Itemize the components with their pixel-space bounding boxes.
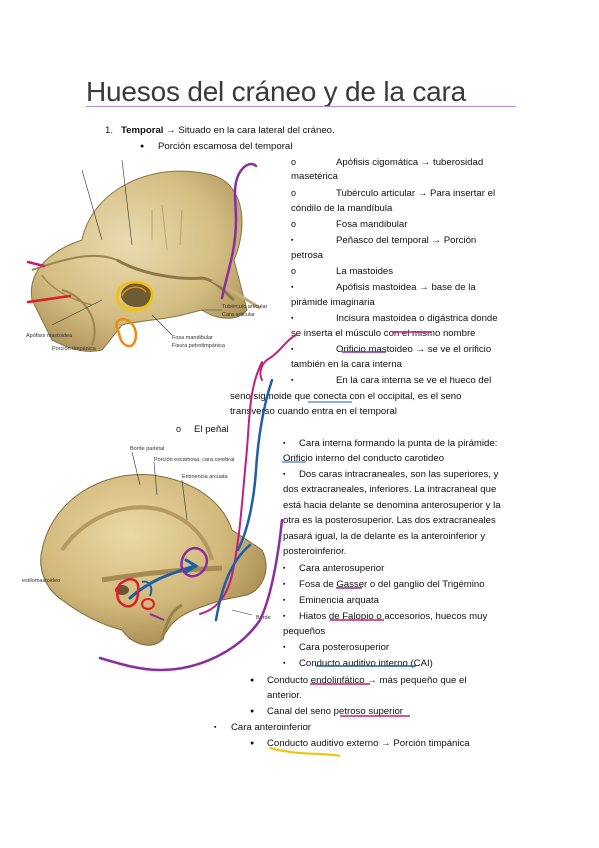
section-temporal-heading: Temporal → Situado en la cara lateral de… bbox=[121, 124, 335, 137]
label-eminencia-arcuata: Eminencia arcuata bbox=[182, 474, 228, 480]
item-text: La mastoides bbox=[336, 266, 394, 277]
item-text-continued: anterior. bbox=[267, 690, 302, 701]
label-fisura-petrotimpanica: Fisura petrotimpánica bbox=[172, 343, 225, 349]
cara-anteroinferior-label: Cara anteroinferior bbox=[231, 722, 311, 733]
item-text: En la cara interna se ve el hueco del bbox=[336, 375, 492, 386]
item-text-continued: dos extracraneales, inferiores. La intra… bbox=[283, 484, 497, 495]
label-tuberculo-articular: Tubérculo articular bbox=[222, 304, 268, 310]
item-marker: ▪ bbox=[283, 471, 286, 478]
item-marker: o bbox=[291, 188, 297, 198]
item-marker: ● bbox=[250, 740, 255, 747]
bullet-dot: ● bbox=[140, 143, 145, 150]
item-text: Canal del seno petroso superior bbox=[267, 706, 403, 717]
item-text-continued: posteroinferior. bbox=[283, 546, 347, 557]
section-number: 1. bbox=[105, 125, 114, 136]
item-text-continued: está hacia delante se denomina anterosup… bbox=[283, 500, 501, 511]
item-marker: ▪ bbox=[283, 440, 286, 447]
item-text: Peñasco del temporal → Porción bbox=[336, 235, 477, 246]
item-marker: ▪ bbox=[283, 581, 286, 588]
label-borde-parietal: Borde parietal bbox=[130, 446, 165, 452]
item-text-continued: pasará igual, la de delante es la antero… bbox=[283, 531, 486, 542]
item-text: Fosa mandibular bbox=[336, 219, 408, 230]
item-marker: o bbox=[291, 219, 297, 229]
item-text: Apófisis cigomática → tuberosidad bbox=[336, 157, 484, 168]
item-marker: ▪ bbox=[283, 644, 286, 651]
item-text: Conducto auditivo interno (CAI) bbox=[299, 658, 433, 669]
item-marker: ▪ bbox=[291, 315, 294, 322]
temporal-internal-figure: Borde parietal Porción escamosa, cara ce… bbox=[22, 440, 274, 655]
item-text: Cara posterosuperior bbox=[299, 642, 390, 653]
page-title: Huesos del cráneo y de la cara bbox=[86, 76, 466, 107]
item-marker: ▪ bbox=[291, 346, 294, 353]
item-text-continued: masetérica bbox=[291, 171, 338, 182]
item-text: Incisura mastoidea o digástrica donde bbox=[336, 313, 498, 324]
item-text-continued: petrosa bbox=[291, 250, 323, 261]
item-text-continued: pequeños bbox=[283, 626, 326, 637]
item-text-continued: otra es la posterosuperior. Las dos extr… bbox=[283, 515, 496, 526]
arrow-glyph: → bbox=[166, 125, 176, 136]
item-text: Dos caras intracraneales, son las superi… bbox=[299, 469, 499, 480]
item-marker: ▪ bbox=[283, 660, 286, 667]
item-marker: ▪ bbox=[214, 724, 217, 731]
item-marker: ▪ bbox=[283, 597, 286, 604]
item-text: Cara anterosuperior bbox=[299, 563, 385, 574]
item-text: Conducto endolinfático → más pequeño que… bbox=[267, 675, 467, 686]
penal-label: El peñal bbox=[194, 424, 229, 435]
label-fosa-mandibular: Fosa mandibular bbox=[172, 335, 213, 341]
item-text: Orificio mastoideo → se ve el orificio bbox=[336, 344, 492, 355]
item-text: Eminencia arquata bbox=[299, 595, 379, 606]
item-text: Fosa de Gasser o del ganglio del Trigémi… bbox=[299, 579, 485, 590]
item-text-continued: seno sigmoide que conecta con el occipit… bbox=[230, 391, 462, 402]
title-underline bbox=[86, 106, 516, 107]
label-borde: Borde bbox=[256, 615, 271, 621]
item-marker: ▪ bbox=[291, 284, 294, 291]
item-text-continued: transverso cuando entra en el temporal bbox=[230, 406, 397, 417]
conducto-auditivo-label: Conducto auditivo externo → Porción timp… bbox=[267, 738, 470, 749]
item-text-continued: cóndilo de la mandíbula bbox=[291, 203, 393, 214]
item-marker: o bbox=[291, 266, 297, 276]
label-porcion-escamosa-cara-cerebral: Porción escamosa, cara cerebral bbox=[154, 457, 235, 463]
item-marker: o bbox=[291, 157, 297, 167]
item-marker: ▪ bbox=[283, 565, 286, 572]
label-cara-articular: Cara articular bbox=[222, 312, 256, 318]
label-porcion-timpanica: Porción timpánica bbox=[52, 346, 96, 352]
item-text-continued: se inserta el músculo con el mismo nombr… bbox=[291, 328, 476, 339]
item-marker: ● bbox=[250, 708, 255, 715]
item-text-continued: Orificio interno del conducto carotideo bbox=[283, 453, 445, 464]
item-marker: o bbox=[176, 424, 182, 434]
item-text: Tubérculo articular → Para insertar el bbox=[336, 188, 496, 199]
item-text-continued: también en la cara interna bbox=[291, 359, 402, 370]
item-marker: ▪ bbox=[291, 237, 294, 244]
item-text: Hiatos de Falopio o accesorios, huecos m… bbox=[299, 611, 488, 622]
item-marker: ● bbox=[250, 677, 255, 684]
section-label: Temporal bbox=[121, 125, 164, 136]
section-description: Situado en la cara lateral del cráneo. bbox=[178, 125, 335, 136]
item-text: Cara interna formando la punta de la pir… bbox=[299, 438, 498, 449]
item-marker: ▪ bbox=[283, 613, 286, 620]
item-marker: ▪ bbox=[291, 377, 294, 384]
label-apofisis-mastoidea: Apófisis mastoidea bbox=[26, 333, 73, 339]
temporal-lateral-figure: Apófisis mastoidea Porción timpánica Tub… bbox=[22, 150, 274, 362]
item-text: Apófisis mastoidea → base de la bbox=[336, 282, 476, 293]
item-text-continued: pirámide imaginaria bbox=[291, 297, 375, 308]
label-estilomastoideo: estilomastoideo bbox=[22, 578, 61, 584]
porcion-escamosa-label: Porción escamosa del temporal bbox=[158, 141, 293, 152]
